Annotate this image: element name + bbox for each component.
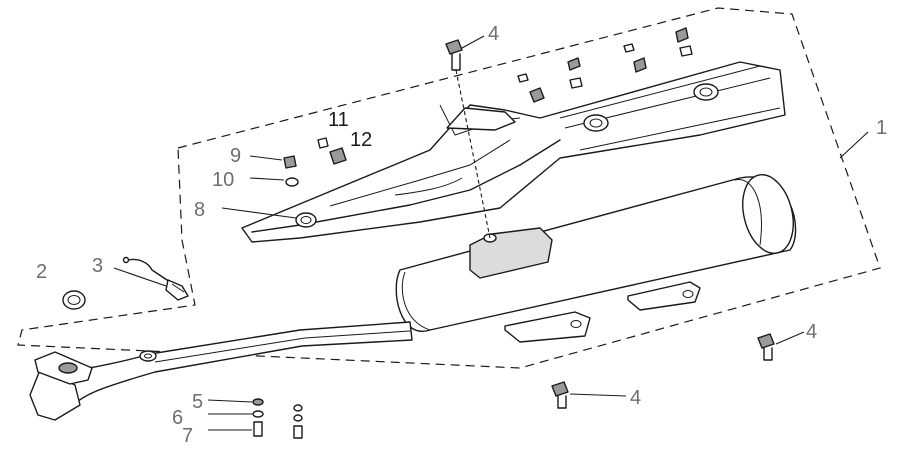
callout-3: 3 xyxy=(92,255,103,277)
assembly-boundary xyxy=(17,7,881,369)
callout-4-bottom: 4 xyxy=(630,387,641,409)
exhaust-pipe xyxy=(29,321,413,421)
o2-sensor xyxy=(122,256,189,301)
heat-shield xyxy=(241,61,786,243)
callout-6: 6 xyxy=(172,407,183,429)
callout-12: 12 xyxy=(350,129,372,151)
shield-screws xyxy=(517,27,693,103)
callout-8: 8 xyxy=(194,199,205,221)
bolt-right xyxy=(757,333,775,361)
callout-9: 9 xyxy=(230,145,241,167)
screw-11-12 xyxy=(317,137,347,165)
callout-7: 7 xyxy=(182,425,193,447)
callout-2: 2 xyxy=(36,261,47,283)
callout-11: 11 xyxy=(328,109,349,131)
washer-10 xyxy=(285,177,299,187)
callout-5: 5 xyxy=(192,391,203,413)
callout-4-top: 4 xyxy=(488,23,499,45)
callout-1: 1 xyxy=(876,117,887,139)
callout-4-right: 4 xyxy=(806,321,817,343)
muffler-body xyxy=(395,174,797,343)
callout-10: 10 xyxy=(212,169,234,191)
bolt-bottom xyxy=(551,381,569,409)
small-screw-9 xyxy=(283,155,297,169)
leader-lines xyxy=(113,35,869,431)
gasket xyxy=(62,290,86,310)
bolt-top xyxy=(445,39,463,71)
hardware-5-7 xyxy=(252,398,303,439)
